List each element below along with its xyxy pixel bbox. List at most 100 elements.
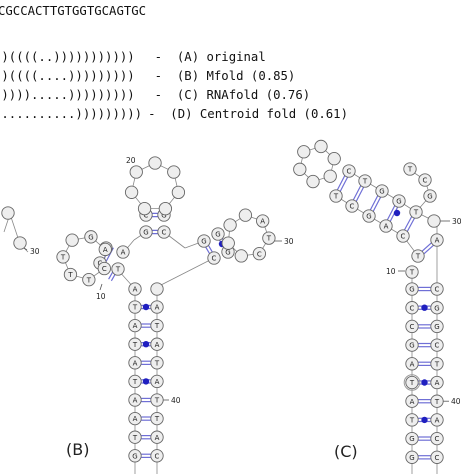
hairpin-loop-node — [262, 231, 276, 245]
nucleotide-letter: C — [410, 323, 415, 331]
nucleotide-letter: A — [435, 379, 440, 387]
nucleotide-letter: T — [132, 378, 138, 386]
nucleotide-letter: C — [144, 212, 149, 220]
arm-node — [418, 173, 432, 187]
structure-row-a: •)((((..)))))))))))- (A) original — [0, 36, 266, 64]
stem-node — [150, 393, 164, 407]
base-pair-dot — [421, 379, 428, 386]
nucleotide-letter: A — [384, 223, 389, 231]
nucleotide-letter: A — [410, 360, 415, 368]
nucleotide-letter: C — [410, 304, 415, 312]
nucleotide-letter: T — [434, 360, 440, 368]
stem-node — [405, 394, 419, 408]
nucleotide-letter: T — [86, 276, 92, 284]
nucleotide-letter: T — [154, 322, 160, 330]
nucleotide-node — [13, 236, 27, 250]
hairpin-loop-node — [65, 233, 79, 247]
nucleotide-letter: T — [115, 266, 121, 274]
backbone-line — [160, 257, 215, 286]
hairpin-loop-node — [158, 201, 173, 216]
stem-node — [128, 374, 142, 389]
stem-node — [430, 301, 444, 315]
nucleotide-letter: G — [379, 188, 384, 196]
nucleotide-letter: A — [133, 359, 138, 367]
arm-node — [362, 209, 376, 223]
hairpin-loop-node — [56, 250, 70, 264]
arm-node — [396, 229, 410, 243]
helix-node — [111, 262, 125, 276]
hairpin-loop-node — [148, 156, 162, 170]
nucleotide-letter: A — [260, 218, 265, 226]
helix-node — [116, 245, 130, 259]
nucleotide-letter: G — [201, 238, 206, 246]
helix-node — [197, 234, 211, 248]
nucleotide-letter: G — [215, 231, 220, 239]
nucleotide-letter: T — [415, 253, 421, 261]
stem-node — [430, 375, 444, 390]
tick-label-10: 10 — [386, 267, 396, 276]
helix-node — [430, 233, 444, 247]
nucleotide-letter: A — [133, 322, 138, 330]
structure-string: ...........))))))))) — [0, 107, 143, 121]
arm-node — [409, 205, 423, 219]
nucleotide-letter: T — [154, 397, 160, 405]
nucleotide-letter: A — [103, 246, 108, 254]
stem-node — [405, 301, 419, 315]
nucleotide-letter: A — [435, 417, 440, 425]
stem-node — [128, 356, 142, 370]
helix-node — [427, 214, 441, 228]
nucleotide-letter: T — [266, 235, 272, 243]
nucleotide-letter: G — [409, 454, 414, 462]
nucleotide-letter: A — [155, 434, 160, 442]
panel-label-b: (B) — [66, 440, 90, 459]
stem-node — [430, 338, 444, 352]
stem-node — [150, 449, 164, 463]
nucleotide-letter: C — [401, 233, 406, 241]
base-pair-dot — [421, 304, 428, 311]
nucleotide-node — [1, 206, 15, 220]
nucleotide-letter: G — [409, 286, 414, 294]
nucleotide-letter: T — [362, 178, 368, 186]
stem-node — [150, 300, 164, 314]
arm-node — [379, 219, 393, 233]
hairpin-loop-node — [221, 236, 235, 250]
sequence-line: CGCCACTTGTGGTGCAGTGC — [0, 4, 147, 18]
stem-node — [430, 282, 444, 296]
arm-node — [342, 164, 356, 178]
junction-node — [150, 282, 164, 296]
stem-node — [430, 394, 444, 408]
helix-node — [211, 227, 225, 241]
tick-label-20: 20 — [126, 156, 136, 165]
nucleotide-letter: A — [155, 304, 160, 312]
hairpin-loop-node — [297, 145, 311, 159]
base-pair-dot — [142, 378, 150, 385]
stem-node — [128, 393, 142, 407]
nucleotide-letter: G — [409, 342, 414, 350]
stem-node — [150, 430, 164, 444]
nucleotide-letter: A — [435, 237, 440, 245]
hairpin-loop-node — [323, 169, 337, 183]
stem-node — [430, 431, 444, 446]
arm-node — [403, 162, 417, 176]
arm-node — [345, 199, 359, 213]
nucleotide-letter: T — [132, 434, 138, 442]
hairpin-loop-node — [171, 185, 186, 200]
nucleotide-letter: C — [435, 286, 440, 294]
nucleotide-letter: A — [133, 415, 138, 423]
arm-node — [375, 184, 389, 198]
base-pair-dot — [142, 303, 150, 311]
stem-node — [430, 413, 444, 427]
arm-node — [358, 174, 372, 188]
structure-label: - (A) original — [154, 50, 266, 64]
stem-node — [128, 318, 142, 333]
tick-label-40: 40 — [451, 397, 461, 406]
stem-node — [128, 337, 142, 351]
nucleotide-letter: G — [88, 233, 93, 241]
tick-label-40: 40 — [171, 396, 181, 405]
stem-node — [150, 374, 164, 389]
arm-node — [423, 189, 437, 203]
nucleotide-letter: G — [409, 435, 414, 443]
nucleotide-letter: T — [60, 254, 66, 262]
nucleotide-letter: C — [212, 255, 217, 263]
